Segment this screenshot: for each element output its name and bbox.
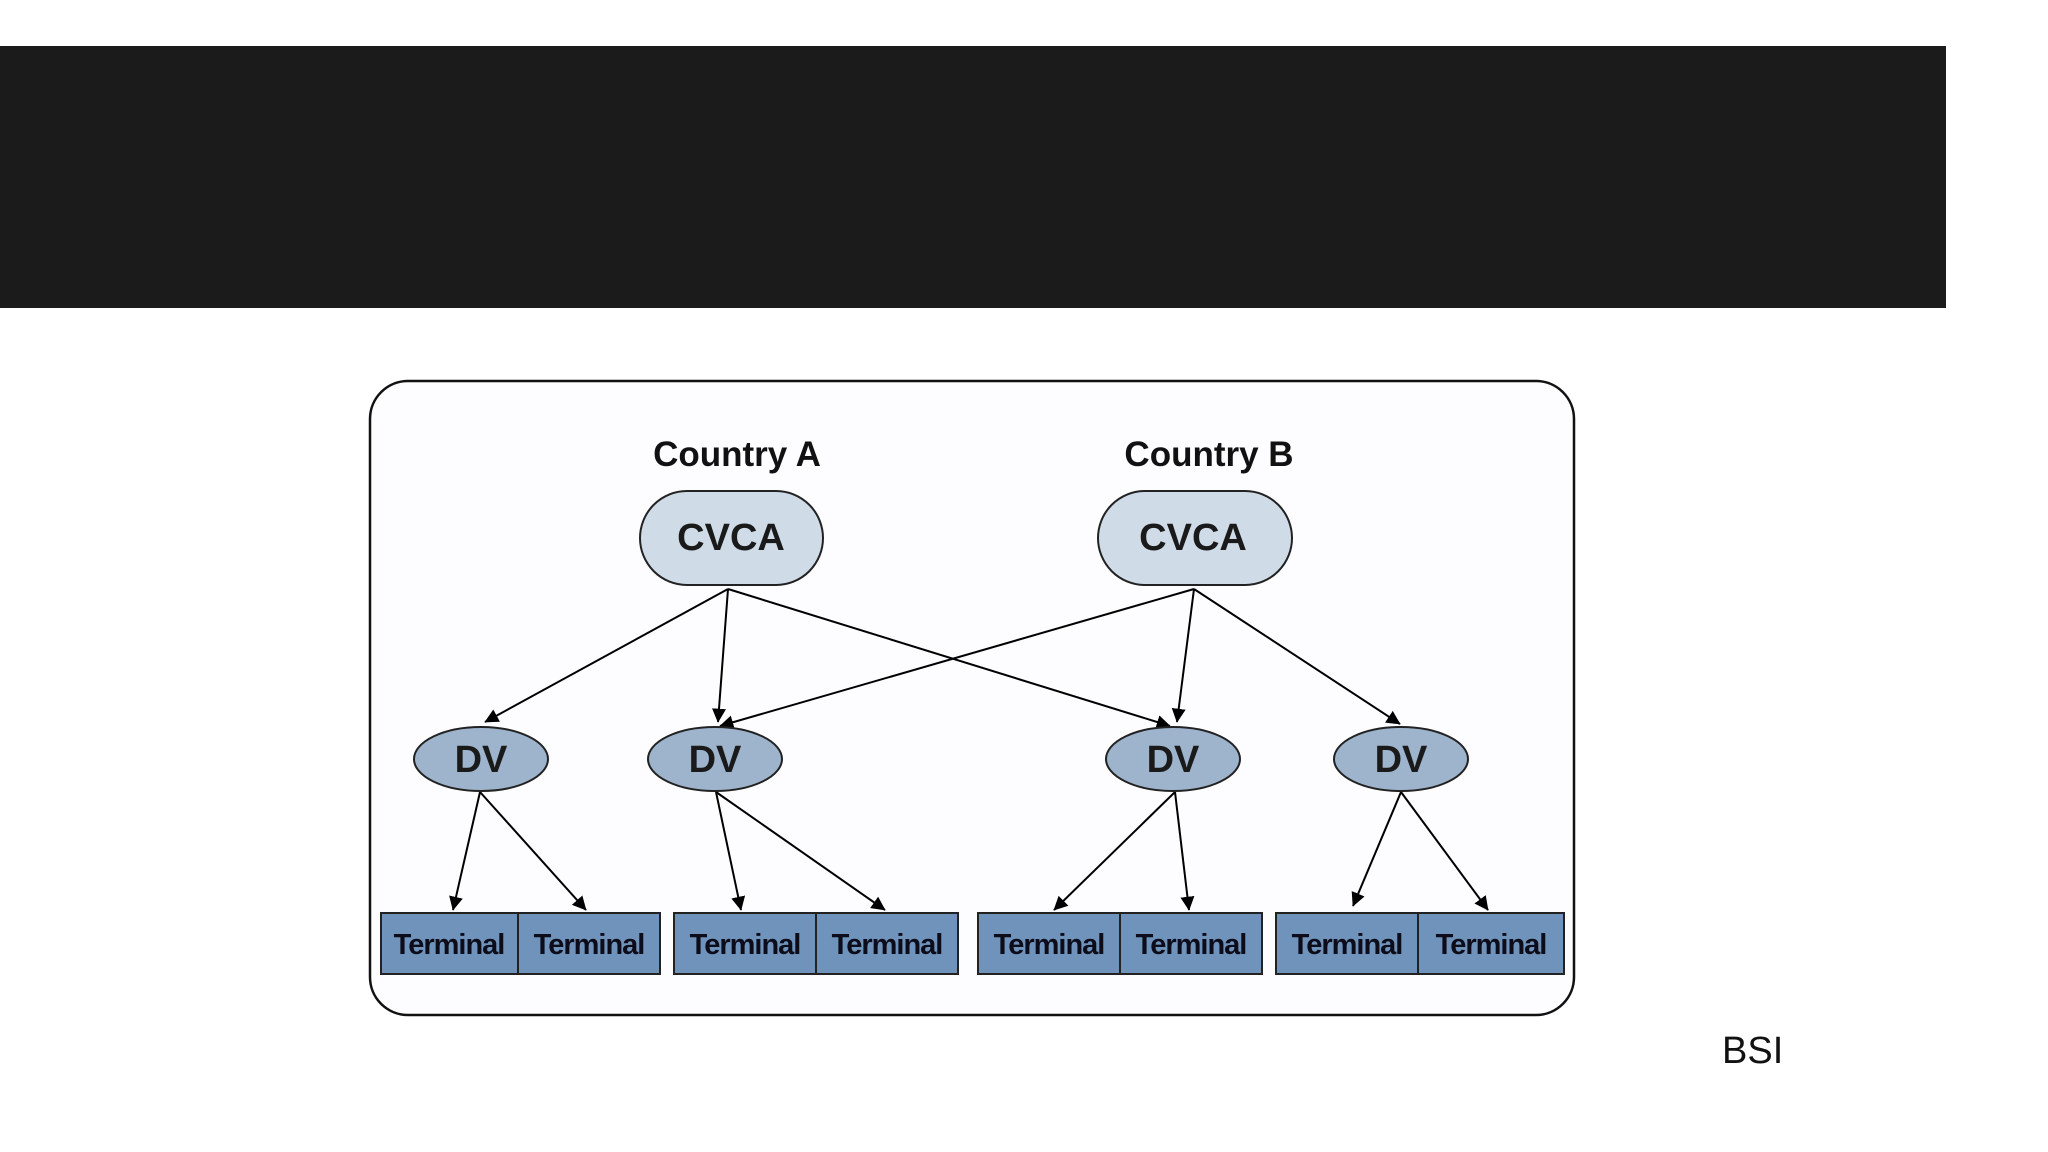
terminal-node-2: Terminal — [517, 912, 661, 975]
terminal-8-label: Terminal — [1436, 929, 1547, 961]
edges — [449, 588, 1489, 911]
source-credit: BSI — [1722, 1030, 1784, 1072]
dv-4-label: DV — [1375, 739, 1428, 781]
country-a-label: Country A — [653, 435, 821, 474]
cvca-node-b: CVCA — [1097, 490, 1293, 586]
edge-dv-4-terminal-8 — [1400, 791, 1489, 911]
terminal-node-4: Terminal — [815, 912, 959, 975]
dv-node-3: DV — [1105, 726, 1241, 792]
edge-dv-2-terminal-4 — [715, 791, 886, 911]
terminal-2-label: Terminal — [534, 929, 645, 961]
terminal-3-label: Terminal — [690, 929, 801, 961]
slide-title-bar — [0, 46, 1946, 308]
terminal-6-label: Terminal — [1136, 929, 1247, 961]
edge-cvca-a-dv-1 — [484, 588, 729, 723]
edge-cvca-b-dv-2 — [719, 588, 1195, 730]
edge-dv-3-terminal-5 — [1053, 791, 1176, 911]
edge-cvca-b-dv-3 — [1171, 588, 1195, 723]
cvca-a-label: CVCA — [677, 517, 785, 559]
edge-cvca-b-dv-4 — [1193, 588, 1401, 725]
edge-dv-3-terminal-6 — [1174, 791, 1195, 911]
cvca-node-a: CVCA — [639, 490, 824, 586]
terminal-node-1: Terminal — [380, 912, 519, 975]
edge-dv-1-terminal-2 — [479, 791, 587, 911]
country-b-label: Country B — [1124, 435, 1293, 474]
terminal-node-8: Terminal — [1417, 912, 1565, 975]
dv-node-4: DV — [1333, 726, 1469, 792]
dv-node-1: DV — [413, 726, 549, 792]
edge-dv-1-terminal-1 — [449, 791, 481, 911]
edge-dv-4-terminal-7 — [1351, 791, 1402, 907]
terminal-4-label: Terminal — [832, 929, 943, 961]
terminal-7-label: Terminal — [1292, 929, 1403, 961]
dv-2-label: DV — [689, 739, 742, 781]
terminal-node-7: Terminal — [1275, 912, 1419, 975]
terminal-node-3: Terminal — [673, 912, 817, 975]
dv-3-label: DV — [1147, 739, 1200, 781]
dv-node-2: DV — [647, 726, 783, 792]
terminal-node-5: Terminal — [977, 912, 1121, 975]
terminal-5-label: Terminal — [994, 929, 1105, 961]
edge-dv-2-terminal-3 — [715, 791, 746, 911]
edge-cvca-a-dv-2 — [712, 588, 729, 723]
edge-cvca-a-dv-3 — [727, 588, 1171, 729]
cvca-b-label: CVCA — [1139, 517, 1247, 559]
terminal-1-label: Terminal — [394, 929, 505, 961]
dv-1-label: DV — [455, 739, 508, 781]
terminal-node-6: Terminal — [1119, 912, 1263, 975]
